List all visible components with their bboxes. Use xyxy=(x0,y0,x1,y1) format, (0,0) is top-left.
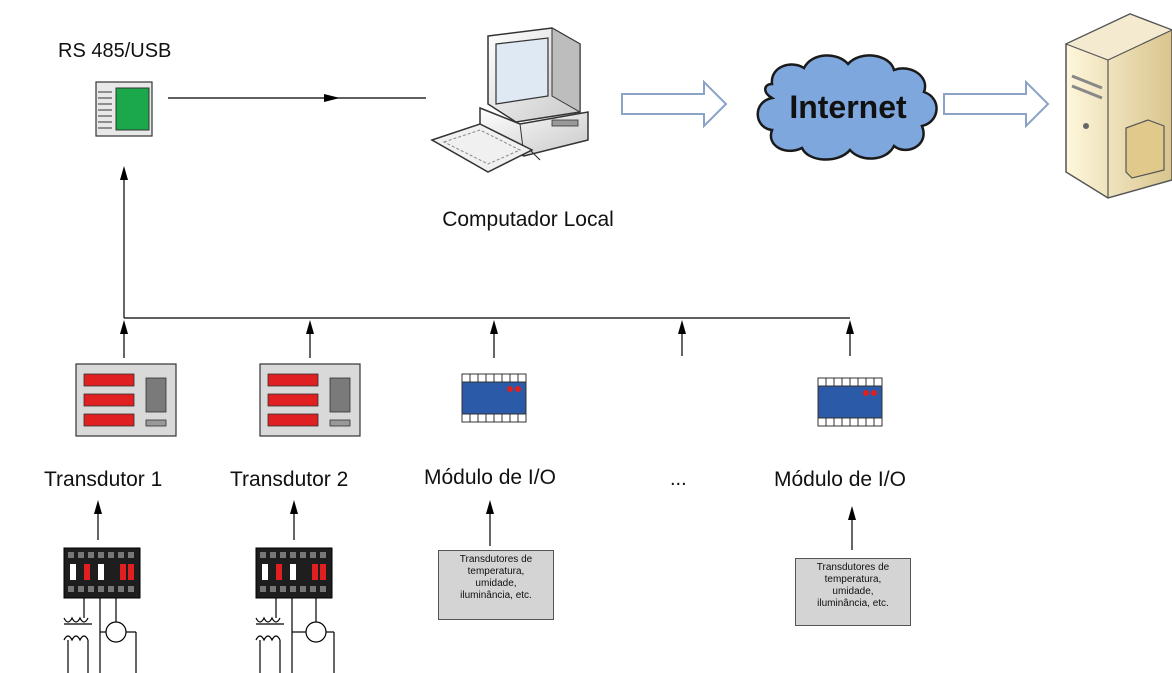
io-module-1-label: Módulo de I/O xyxy=(424,466,556,489)
current-transformer-2-icon xyxy=(255,598,335,673)
computer-to-internet-arrow xyxy=(621,79,728,129)
input-arrows xyxy=(97,506,853,550)
internet-label: Internet xyxy=(789,89,907,125)
sensor-box-1: Transdutores de temperatura, umidade, il… xyxy=(438,550,554,620)
transducer-1-label: Transdutor 1 xyxy=(44,468,163,491)
io-module-2-label: Módulo de I/O xyxy=(774,468,906,491)
usb-link-arrow xyxy=(168,94,426,102)
input-arrowheads xyxy=(94,500,856,520)
terminal-block-1-icon xyxy=(63,547,141,599)
io-module-2-icon xyxy=(817,377,883,427)
computer-icon xyxy=(430,27,589,173)
transducer-1-icon xyxy=(75,363,177,437)
transducer-2-label: Transdutor 2 xyxy=(230,468,349,491)
bus-to-converter-arrow xyxy=(120,166,128,318)
server-icon xyxy=(1064,13,1172,199)
io-module-1-icon xyxy=(461,373,527,423)
internet-cloud-icon xyxy=(756,54,938,161)
terminal-block-2-icon xyxy=(255,547,333,599)
sensor-box-2: Transdutores de temperatura, umidade, il… xyxy=(795,558,911,626)
ellipsis-label: ... xyxy=(670,468,687,490)
internet-to-server-arrow xyxy=(943,79,1050,129)
converter-icon xyxy=(95,81,153,137)
device-bus-arrows xyxy=(123,326,851,358)
converter-label: RS 485/USB xyxy=(58,40,172,62)
computer-label: Computador Local xyxy=(442,208,614,231)
device-bus-arrowheads xyxy=(120,320,854,334)
current-transformer-1-icon xyxy=(63,598,137,673)
transducer-2-icon xyxy=(259,363,361,437)
